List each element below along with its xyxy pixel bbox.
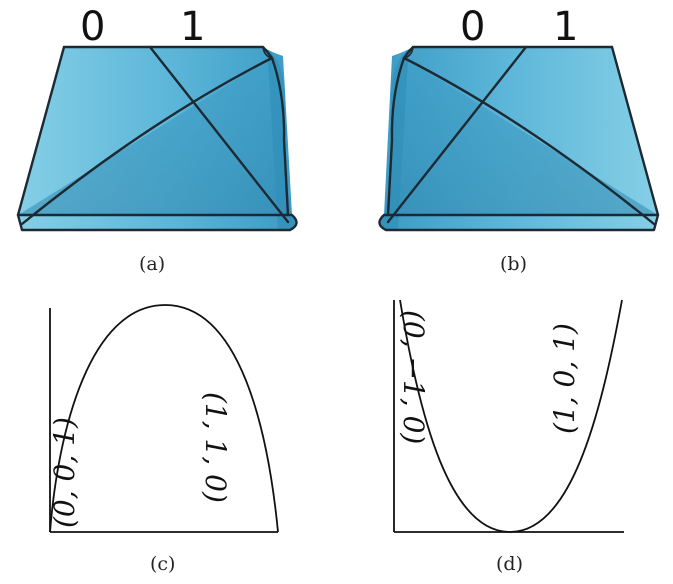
label-one: 1: [553, 4, 578, 50]
curve-label-left: (0, −1, 0): [397, 310, 430, 444]
top-notch: [262, 46, 273, 59]
diagonal-one: [148, 45, 290, 224]
label-zero: 0: [80, 4, 105, 50]
panel-b: 0 1 (b): [378, 4, 660, 275]
sheet-fold-shadow: [388, 60, 658, 215]
sheet-bottom-edge: [378, 213, 660, 232]
caption-c: (c): [150, 553, 175, 575]
label-zero: 0: [460, 4, 485, 50]
dome-curve: [49, 304, 279, 533]
curve-label-left: (0, 0, 1): [48, 417, 81, 528]
sheet-fold-shadow: [18, 60, 288, 215]
curve-label-right: (1, 0, 1): [548, 323, 581, 434]
curve-label-right: (1, 1, 0): [199, 392, 232, 503]
diagonal-two: [20, 56, 274, 226]
sheet-left-edge: [16, 45, 66, 217]
panel-a: 0 1 (a): [16, 4, 298, 275]
diagonal-two: [402, 56, 656, 226]
caption-b: (b): [500, 253, 527, 275]
label-one: 1: [180, 4, 205, 50]
sheet-bottom-edge: [16, 213, 298, 232]
sheet-curl: [263, 47, 296, 230]
sheet-right-edge: [610, 45, 660, 217]
diagonal-one: [386, 45, 528, 224]
panel-c: (0, 0, 1) (1, 1, 0) (c): [48, 304, 279, 575]
valley-curve: [399, 299, 623, 533]
caption-a: (a): [139, 253, 165, 275]
sheet-curl: [380, 47, 413, 230]
top-notch: [403, 46, 414, 59]
panel-d: (0, −1, 0) (1, 0, 1) (d): [393, 299, 624, 575]
caption-d: (d): [496, 553, 523, 575]
